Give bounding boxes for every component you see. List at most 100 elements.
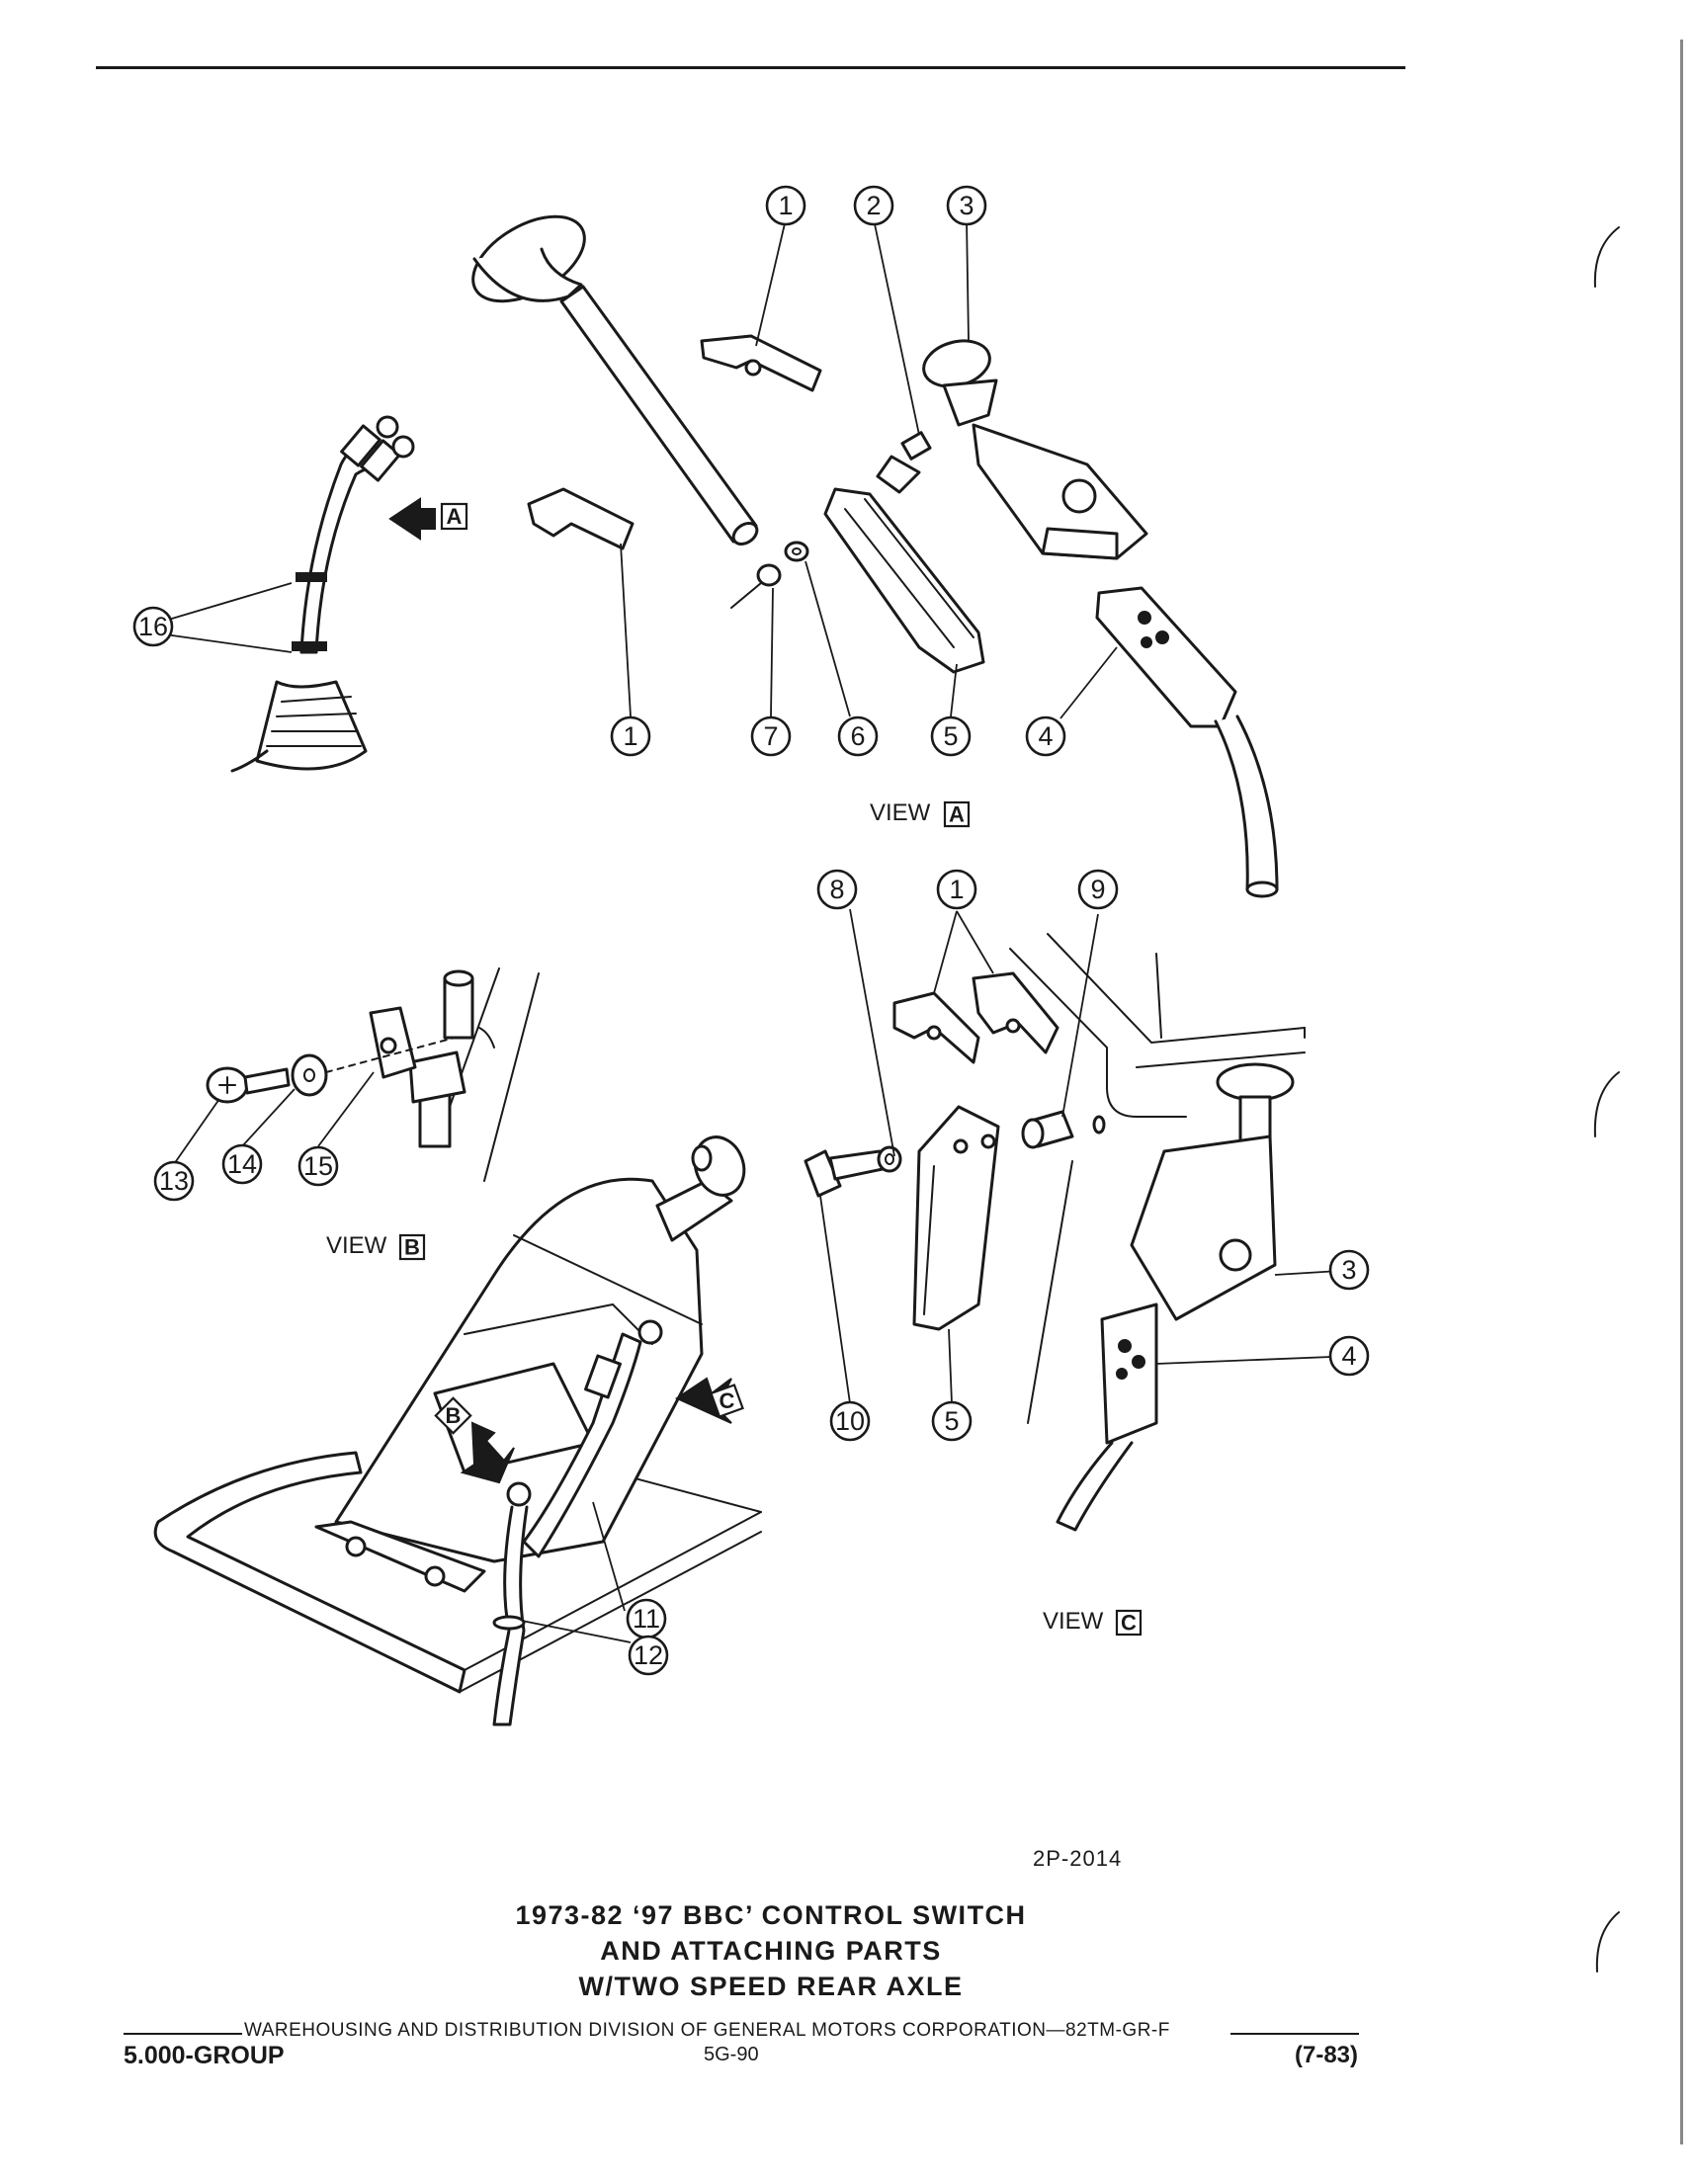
callout-a-top-3: 3 — [946, 185, 987, 226]
nut-part-7 — [730, 563, 782, 609]
callout-11: 11 — [626, 1598, 667, 1639]
svg-text:16: 16 — [138, 612, 168, 641]
svg-text:C: C — [1121, 1611, 1137, 1636]
callout-c-10: 10 — [829, 1400, 871, 1442]
arrow-a: A — [388, 497, 468, 541]
callout-12: 12 — [628, 1635, 669, 1676]
assembly-centerline-b — [325, 1037, 456, 1073]
clip-part-1-pair — [892, 971, 1059, 1064]
binder-holes — [1593, 226, 1620, 1973]
bolt-part-10 — [804, 1149, 885, 1198]
binder-edge — [1680, 40, 1683, 2144]
svg-text:1: 1 — [623, 721, 637, 751]
arrow-b-letter: B — [446, 1403, 462, 1428]
callout-c-9: 9 — [1077, 869, 1119, 910]
arrow-b: B — [434, 1396, 515, 1484]
shift-cable-assembly — [230, 415, 415, 773]
svg-text:VIEW: VIEW — [870, 799, 931, 826]
svg-text:5: 5 — [943, 721, 958, 751]
view-a-leaders — [164, 218, 1118, 719]
svg-text:A: A — [949, 802, 965, 827]
callout-a-4: 4 — [1025, 715, 1066, 757]
footer-credit: WAREHOUSING AND DISTRIBUTION DIVISION OF… — [244, 2020, 1170, 2041]
footer-rule-left — [124, 2033, 242, 2035]
callout-a-bottom-1: 1 — [610, 715, 651, 757]
page-number: 5G-90 — [704, 2044, 759, 2065]
svg-text:4: 4 — [1038, 721, 1053, 751]
panel-background-view-c — [1009, 933, 1306, 1424]
callout-c-1: 1 — [936, 869, 977, 910]
spacer-part-9 — [1021, 1110, 1106, 1149]
shift-handle-main — [655, 1135, 746, 1242]
callout-a-top-1: 1 — [765, 185, 806, 226]
svg-text:12: 12 — [634, 1640, 663, 1670]
callout-b-15: 15 — [297, 1145, 339, 1187]
callout-c-5: 5 — [931, 1400, 973, 1442]
svg-text:VIEW: VIEW — [326, 1232, 387, 1259]
screw-part-13 — [206, 1066, 291, 1104]
callout-c-3: 3 — [1328, 1249, 1370, 1291]
svg-text:14: 14 — [227, 1149, 257, 1179]
washer-part-6 — [784, 541, 809, 562]
main-leaders — [521, 1501, 632, 1643]
connector-part-4-view-a — [1095, 586, 1279, 898]
caption-line-2: AND ATTACHING PARTS — [600, 1936, 942, 1966]
arrow-a-letter: A — [447, 504, 463, 529]
view-b-leaders — [173, 1071, 375, 1165]
connector-part-4-view-c — [1056, 1302, 1158, 1532]
svg-text:15: 15 — [303, 1151, 333, 1181]
svg-text:1: 1 — [778, 191, 793, 220]
figure-code: 2P-2014 — [1033, 1846, 1123, 1871]
revision-date: (7-83) — [1295, 2042, 1359, 2068]
callout-c-4: 4 — [1328, 1335, 1370, 1377]
callout-a-6: 6 — [837, 715, 879, 757]
control-switch-part-3-view-c — [1130, 1062, 1295, 1321]
figure-caption: 1973-82 ‘97 BBC’ CONTROL SWITCH AND ATTA… — [296, 1897, 1245, 2004]
steering-column-view-b — [369, 967, 540, 1182]
cable-part-12 — [492, 1481, 532, 1726]
arrow-c-letter: C — [720, 1388, 735, 1413]
view-c-leaders — [819, 908, 1357, 1404]
svg-text:10: 10 — [835, 1406, 865, 1436]
callout-a-7: 7 — [750, 715, 792, 757]
callout-b-13: 13 — [153, 1160, 195, 1202]
clip-part-1-lower — [527, 487, 635, 550]
bracket-part-5-view-a — [823, 487, 985, 674]
svg-text:13: 13 — [159, 1166, 189, 1196]
svg-text:11: 11 — [633, 1604, 660, 1634]
screw-part-2 — [876, 431, 932, 494]
svg-text:2: 2 — [866, 191, 881, 220]
svg-text:3: 3 — [959, 191, 974, 220]
svg-text:6: 6 — [850, 721, 865, 751]
callout-b-14: 14 — [221, 1143, 263, 1185]
view-a-label: VIEW A — [870, 799, 971, 828]
caption-line-1: 1973-82 ‘97 BBC’ CONTROL SWITCH — [515, 1900, 1027, 1930]
wire-harness-part-11 — [522, 1319, 663, 1558]
svg-text:VIEW: VIEW — [1043, 1608, 1104, 1635]
svg-text:8: 8 — [829, 875, 844, 904]
clip-part-1-upper — [700, 334, 822, 392]
svg-text:9: 9 — [1090, 875, 1105, 904]
svg-text:B: B — [404, 1235, 420, 1260]
svg-text:1: 1 — [949, 875, 964, 904]
svg-text:4: 4 — [1341, 1341, 1356, 1371]
callout-a-top-2: 2 — [853, 185, 894, 226]
callout-a-16: 16 — [132, 606, 174, 647]
svg-text:3: 3 — [1341, 1255, 1356, 1285]
header-rule — [96, 66, 1405, 69]
view-c-label: VIEW C — [1043, 1608, 1143, 1637]
svg-text:5: 5 — [944, 1406, 959, 1436]
bracket-part-5-view-c — [912, 1105, 1000, 1331]
callout-a-5: 5 — [930, 715, 972, 757]
group-label: 5.000-GROUP — [124, 2042, 285, 2069]
washer-part-14 — [291, 1053, 328, 1097]
arrow-c: C — [674, 1377, 744, 1424]
shift-lever — [471, 214, 759, 546]
caption-line-3: W/TWO SPEED REAR AXLE — [578, 1972, 964, 2001]
callout-c-8: 8 — [816, 869, 858, 910]
footer-rule-right — [1230, 2033, 1359, 2035]
svg-text:7: 7 — [763, 721, 778, 751]
view-b-label: VIEW B — [326, 1232, 426, 1261]
washer-part-8 — [877, 1145, 902, 1173]
